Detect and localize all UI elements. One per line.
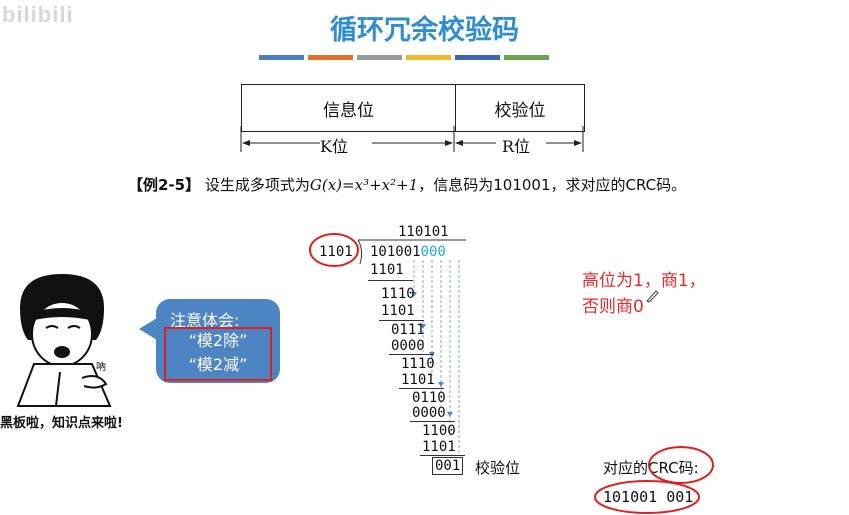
step-subtrahend: 1101 xyxy=(381,303,415,319)
color-bar-segment xyxy=(308,55,353,60)
example-text-after: ，信息码为101001，求对应的CRC码。 xyxy=(418,176,687,194)
remainder-box: 001 xyxy=(432,457,464,475)
bubble-item: “模2减” xyxy=(188,355,248,374)
step-rule xyxy=(399,388,444,389)
bubble-highlight-box: “模2除” “模2减” xyxy=(164,327,272,381)
crc-highlight-circle xyxy=(648,446,714,484)
step-rule xyxy=(379,320,424,321)
step-remainder: 0111 xyxy=(391,322,425,338)
step-rule xyxy=(420,455,465,456)
bubble-title: 注意体会: xyxy=(170,311,240,330)
step-remainder: 1110 xyxy=(381,286,415,302)
crc-result-label: 对应的CRC码: xyxy=(603,459,699,477)
step-subtrahend: 1101 xyxy=(422,439,456,455)
step-remainder: 1110 xyxy=(401,356,435,372)
step-remainder: 1100 xyxy=(422,423,456,439)
meme-character-icon: 吶 xyxy=(16,274,112,407)
bubble-item: “模2除” xyxy=(188,331,248,350)
divisor: 1101 xyxy=(319,244,353,260)
check-bits-cell: 校验位 xyxy=(494,100,546,121)
slide-title: 循环冗余校验码 xyxy=(330,15,519,46)
rule-note: 高位为1，商1， 否则商0 xyxy=(582,268,706,320)
step-remainder: 0110 xyxy=(412,390,446,406)
color-bar-segment xyxy=(455,55,500,60)
step-subtrahend: 1101 xyxy=(401,372,435,388)
crc-frame-diagram: 信息位 校验位 xyxy=(241,84,585,132)
dimension-arrows xyxy=(240,126,584,152)
svg-text:吶: 吶 xyxy=(96,360,106,373)
decorative-color-bar xyxy=(259,55,549,60)
dividend-bits: 101001 xyxy=(370,244,421,260)
step-rule xyxy=(410,421,455,422)
r-bits-label: R位 xyxy=(502,137,531,156)
crc-value-circle xyxy=(594,480,700,514)
crc-result-value: 101001 001 xyxy=(603,488,694,506)
color-bar-segment xyxy=(259,55,304,60)
info-bits-cell: 信息位 xyxy=(242,85,456,131)
division-bracket xyxy=(357,239,466,265)
bubble-tail xyxy=(139,318,157,340)
example-tag: 【例2-5】 xyxy=(128,176,201,194)
meme-caption: 黑板啦，知识点来啦! xyxy=(0,416,123,431)
quotient: 110101 xyxy=(398,224,449,240)
k-bits-label: K位 xyxy=(320,137,348,156)
rule-note-line: 否则商0 xyxy=(582,297,644,317)
bilibili-watermark: bilibili xyxy=(2,2,74,27)
appended-zeros: 000 xyxy=(420,244,446,260)
remainder-label: 校验位 xyxy=(475,459,521,477)
step-rule xyxy=(389,354,434,355)
generator-polynomial: G(x)=x³+x²+1 xyxy=(309,176,419,194)
rule-note-line: 高位为1，商1， xyxy=(582,271,706,291)
step-subtrahend: 1101 xyxy=(370,262,404,278)
example-text-before: 设生成多项式为 xyxy=(200,176,310,194)
divisor-circle xyxy=(309,233,359,267)
step-subtrahend: 0000 xyxy=(391,338,425,354)
speech-bubble: 注意体会: “模2除” “模2减” xyxy=(156,299,280,383)
color-bar-segment xyxy=(504,55,549,60)
step-rule xyxy=(368,280,413,281)
dividend: 101001000 xyxy=(370,244,446,260)
step-subtrahend: 0000 xyxy=(412,405,446,421)
example-statement: 【例2-5】 设生成多项式为G(x)=x³+x²+1，信息码为101001，求对… xyxy=(128,174,686,195)
color-bar-segment xyxy=(357,55,402,60)
guide-lines xyxy=(411,260,460,456)
color-bar-segment xyxy=(406,55,451,60)
pen-cursor-icon xyxy=(646,290,659,303)
